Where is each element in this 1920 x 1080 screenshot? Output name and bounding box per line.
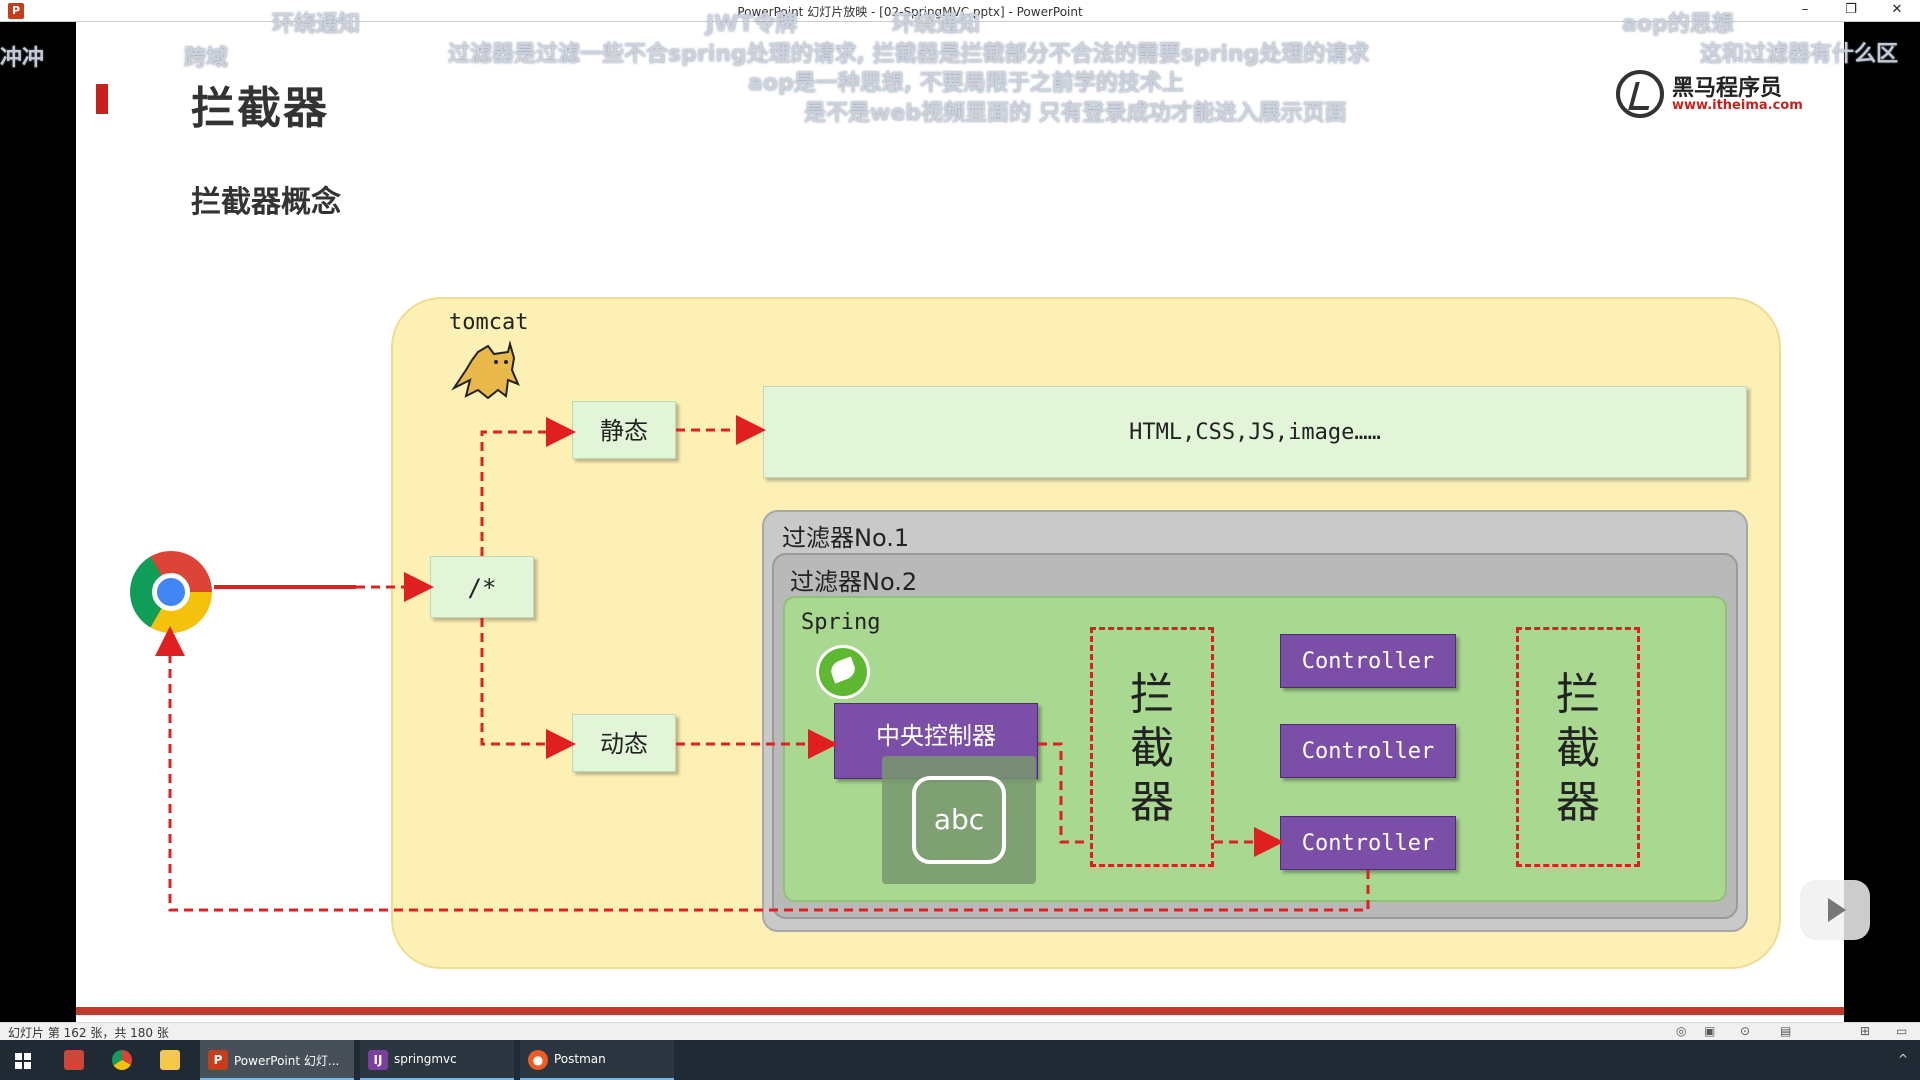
interceptor-box-pre: 拦 截 器 [1090, 627, 1214, 867]
fit-slide-icon[interactable]: ▭ [1896, 1024, 1908, 1038]
slide-counter: 幻灯片 第 162 张，共 180 张 [8, 1026, 169, 1040]
controller-box-1: Controller [1280, 634, 1456, 688]
app-grid-icon [64, 1050, 84, 1070]
sorter-view-icon[interactable]: ▤ [1780, 1024, 1792, 1038]
url-mapping-node: /* [430, 556, 534, 618]
window-title: PowerPoint 幻灯片放映 - [02-SpringMVC.pptx] -… [737, 5, 1083, 19]
brand-logo: 黑马程序员 www.itheima.com [1616, 64, 1806, 124]
danmaku-comment: aop的思想 [1622, 12, 1734, 37]
keyboard-icon: abc [912, 776, 1006, 864]
filter-2-label: 过滤器No.2 [790, 568, 918, 596]
start-button[interactable] [0, 1040, 46, 1080]
danmaku-comment: 冲冲 [0, 46, 45, 71]
danmaku-comment: 环绕通知 [272, 12, 361, 37]
close-button[interactable]: ✕ [1891, 2, 1903, 17]
danmaku-comment: 过滤器是过滤一些不合spring处理的请求, 拦截器是拦截部分不合法的需要spr… [448, 42, 1370, 67]
windows-icon [15, 1053, 31, 1069]
controller-box-3: Controller [1280, 816, 1456, 870]
taskbar-app-label: Postman [554, 1052, 606, 1066]
normal-view-icon[interactable]: ▣ [1704, 1024, 1716, 1038]
controller-box-2: Controller [1280, 724, 1456, 778]
powerpoint-app-icon: P [8, 3, 24, 19]
taskbar-app-postman[interactable]: ● Postman [520, 1040, 674, 1080]
danmaku-comment: 是不是web视频里面的 只有登录成功才能进入展示页面 [804, 101, 1347, 126]
intellij-icon: IJ [368, 1050, 388, 1070]
folder-icon [160, 1050, 180, 1070]
video-play-button[interactable] [1800, 880, 1870, 940]
status-bar: 幻灯片 第 162 张，共 180 张 ◎ ▣ ⊙ ▤ ⊞ ▭ [0, 1022, 1920, 1040]
spring-leaf-icon [816, 645, 870, 699]
slide-subtitle: 拦截器概念 [191, 185, 341, 220]
taskbar: P PowerPoint 幻灯... IJ springmvc ● Postma… [0, 1040, 1920, 1080]
brand-url: www.itheima.com [1672, 98, 1803, 113]
slide-footer-rule [76, 1007, 1844, 1015]
taskbar-app-label: PowerPoint 幻灯... [234, 1054, 340, 1068]
horse-logo-icon [1616, 70, 1664, 118]
taskbar-pin-app[interactable] [50, 1040, 98, 1080]
filter-1-label: 过滤器No.1 [782, 524, 910, 552]
notes-icon[interactable]: ◎ [1676, 1024, 1687, 1038]
spring-label: Spring [801, 610, 881, 635]
tomcat-label: tomcat [449, 310, 529, 335]
danmaku-comment: 这和过滤器有什么区 [1700, 42, 1899, 67]
taskbar-pin-chrome[interactable] [98, 1040, 146, 1080]
slide-canvas: 拦截器 拦截器概念 黑马程序员 www.itheima.com tomcat 静… [76, 22, 1844, 1022]
slideshow-icon[interactable]: ⊙ [1740, 1024, 1751, 1038]
brand-name: 黑马程序员 [1672, 76, 1783, 101]
dynamic-request-node: 动态 [572, 714, 676, 772]
interceptor-box-post: 拦 截 器 [1516, 627, 1640, 867]
powerpoint-icon: P [208, 1050, 228, 1070]
danmaku-comment: aop是一种思想, 不要局限于之前学的技术上 [748, 71, 1184, 96]
zoom-icon[interactable]: ⊞ [1860, 1024, 1871, 1038]
taskbar-pin-explorer[interactable] [146, 1040, 194, 1080]
title-accent-bar [96, 84, 108, 114]
danmaku-comment: 跨域 [184, 46, 229, 71]
taskbar-app-powerpoint[interactable]: P PowerPoint 幻灯... [200, 1040, 354, 1080]
static-resources-box: HTML,CSS,JS,image…… [763, 386, 1747, 478]
restore-button[interactable]: ❐ [1845, 2, 1857, 17]
taskbar-app-label: springmvc [394, 1052, 457, 1066]
tray-chevron-icon[interactable]: ^ [1897, 1052, 1908, 1066]
danmaku-comment: 环绕通知 [892, 12, 981, 37]
slide-title: 拦截器 [191, 83, 329, 134]
window-titlebar: P PowerPoint 幻灯片放映 - [02-SpringMVC.pptx]… [0, 0, 1920, 22]
danmaku-comment: JWT令牌 [706, 12, 798, 37]
static-request-node: 静态 [572, 401, 676, 459]
input-method-overlay[interactable]: abc [882, 756, 1036, 884]
minimize-button[interactable]: – [1801, 2, 1809, 17]
chrome-icon [112, 1050, 132, 1070]
postman-icon: ● [528, 1050, 548, 1070]
taskbar-app-intellij[interactable]: IJ springmvc [360, 1040, 514, 1080]
browser-chrome-icon [130, 551, 212, 633]
tomcat-cat-icon [451, 340, 520, 400]
